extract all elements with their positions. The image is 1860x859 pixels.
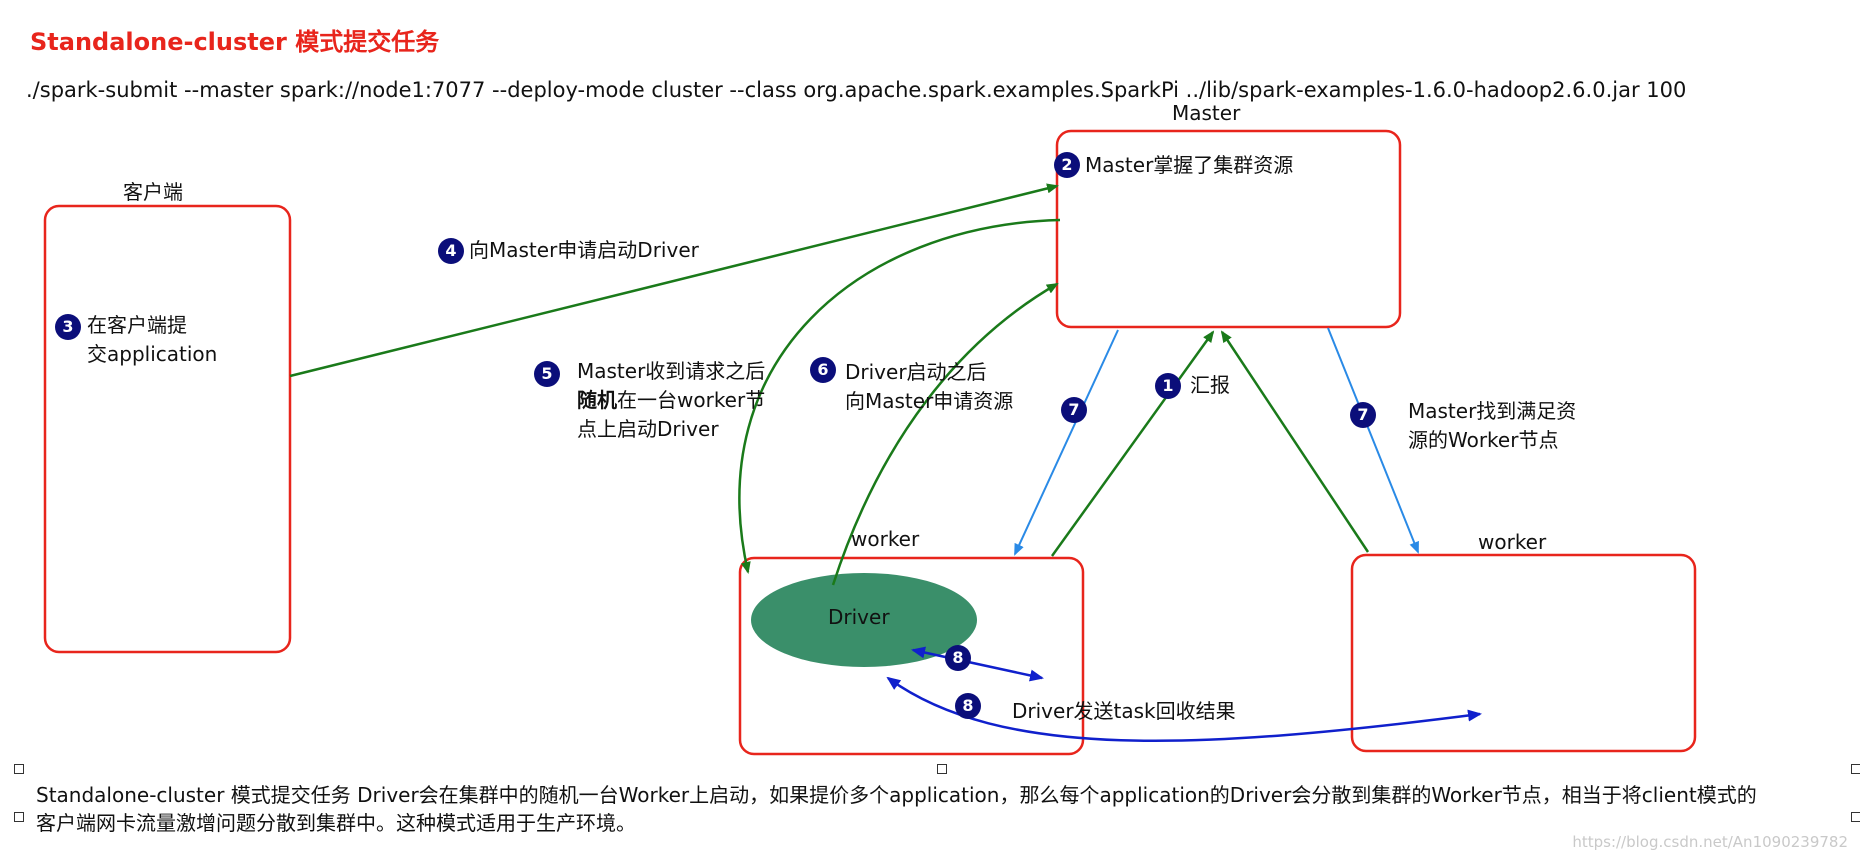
- step-8a-badge: 8: [945, 645, 971, 671]
- worker-right-label: worker: [1478, 530, 1547, 554]
- step-7b-text: Master找到满足资 源的Worker节点: [1408, 397, 1576, 455]
- arrow-driver-to-master: [831, 282, 1059, 586]
- step-1-badge: 1: [1155, 373, 1181, 399]
- step-5-badge: 5: [534, 361, 560, 387]
- arrow-master-to-worker: [738, 218, 1061, 574]
- footer-line2: 客户端网卡流量激增问题分散到集群中。这种模式适用于生产环境。: [36, 811, 636, 835]
- selection-handle[interactable]: [1851, 812, 1860, 822]
- step-7b-line1: Master找到满足资: [1408, 399, 1577, 423]
- step-7b-line2: 源的Worker节点: [1408, 428, 1559, 452]
- step-2-badge: 2: [1054, 152, 1080, 178]
- worker-left-label: worker: [851, 527, 920, 551]
- arrow-client-to-master: [289, 183, 1059, 378]
- step-1-text: 汇报: [1190, 373, 1230, 397]
- selection-handle[interactable]: [1851, 764, 1860, 774]
- step-5-text: Master收到请求之后 随机在一台worker节 点上启动Driver: [577, 357, 765, 444]
- step-5-line2-rest: 在一台worker节: [617, 388, 766, 412]
- step-3-line1: 在客户端提: [87, 313, 187, 337]
- step-2-text: Master掌握了集群资源: [1085, 153, 1294, 177]
- arrow-driver-task-right: [886, 676, 1482, 743]
- master-label: Master: [1172, 101, 1241, 125]
- step-5-line1: Master收到请求之后: [577, 359, 766, 383]
- worker-left-box: [738, 556, 1085, 756]
- step-4-text: 向Master申请启动Driver: [469, 238, 699, 262]
- driver-ellipse: [751, 573, 977, 667]
- worker-right-box: [1350, 553, 1697, 753]
- client-label: 客户端: [123, 180, 183, 204]
- step-4-badge: 4: [438, 238, 464, 264]
- step-8b-badge: 8: [955, 693, 981, 719]
- arrow-master-to-worker-left-resource: [1014, 329, 1119, 556]
- step-7b-badge: 7: [1350, 402, 1376, 428]
- arrow-master-to-worker-right-resource: [1327, 327, 1419, 554]
- selection-handle[interactable]: [937, 764, 947, 774]
- step-3-badge: 3: [55, 314, 81, 340]
- driver-label: Driver: [828, 605, 890, 629]
- footer-line1: Standalone-cluster 模式提交任务 Driver会在集群中的随机…: [36, 783, 1757, 807]
- submit-command: ./spark-submit --master spark://node1:70…: [26, 78, 1687, 102]
- step-5-bold: 随机: [577, 388, 617, 412]
- step-8b-text: Driver发送task回收结果: [1012, 699, 1236, 723]
- client-box: [43, 204, 292, 654]
- selection-handle[interactable]: [14, 764, 24, 774]
- arrow-worker-left-report: [1050, 330, 1215, 557]
- step-5-line2: 随机在一台worker节: [577, 386, 765, 415]
- watermark: https://blog.csdn.net/An1090239782: [1572, 833, 1848, 851]
- step-6-badge: 6: [810, 357, 836, 383]
- step-5-line3: 点上启动Driver: [577, 417, 719, 441]
- step-6-text: Driver启动之后 向Master申请资源: [845, 358, 1013, 416]
- step-3-text: 在客户端提 交application: [87, 311, 217, 369]
- arrow-worker-right-report: [1220, 330, 1370, 553]
- step-7a-badge: 7: [1061, 397, 1087, 423]
- selection-handle[interactable]: [14, 812, 24, 822]
- master-box: [1055, 129, 1402, 329]
- step-3-line2: 交application: [87, 342, 218, 366]
- step-6-line2: 向Master申请资源: [845, 389, 1014, 413]
- arrow-driver-task-left: [911, 646, 1044, 682]
- step-6-line1: Driver启动之后: [845, 360, 987, 384]
- page-title: Standalone-cluster 模式提交任务: [30, 28, 440, 56]
